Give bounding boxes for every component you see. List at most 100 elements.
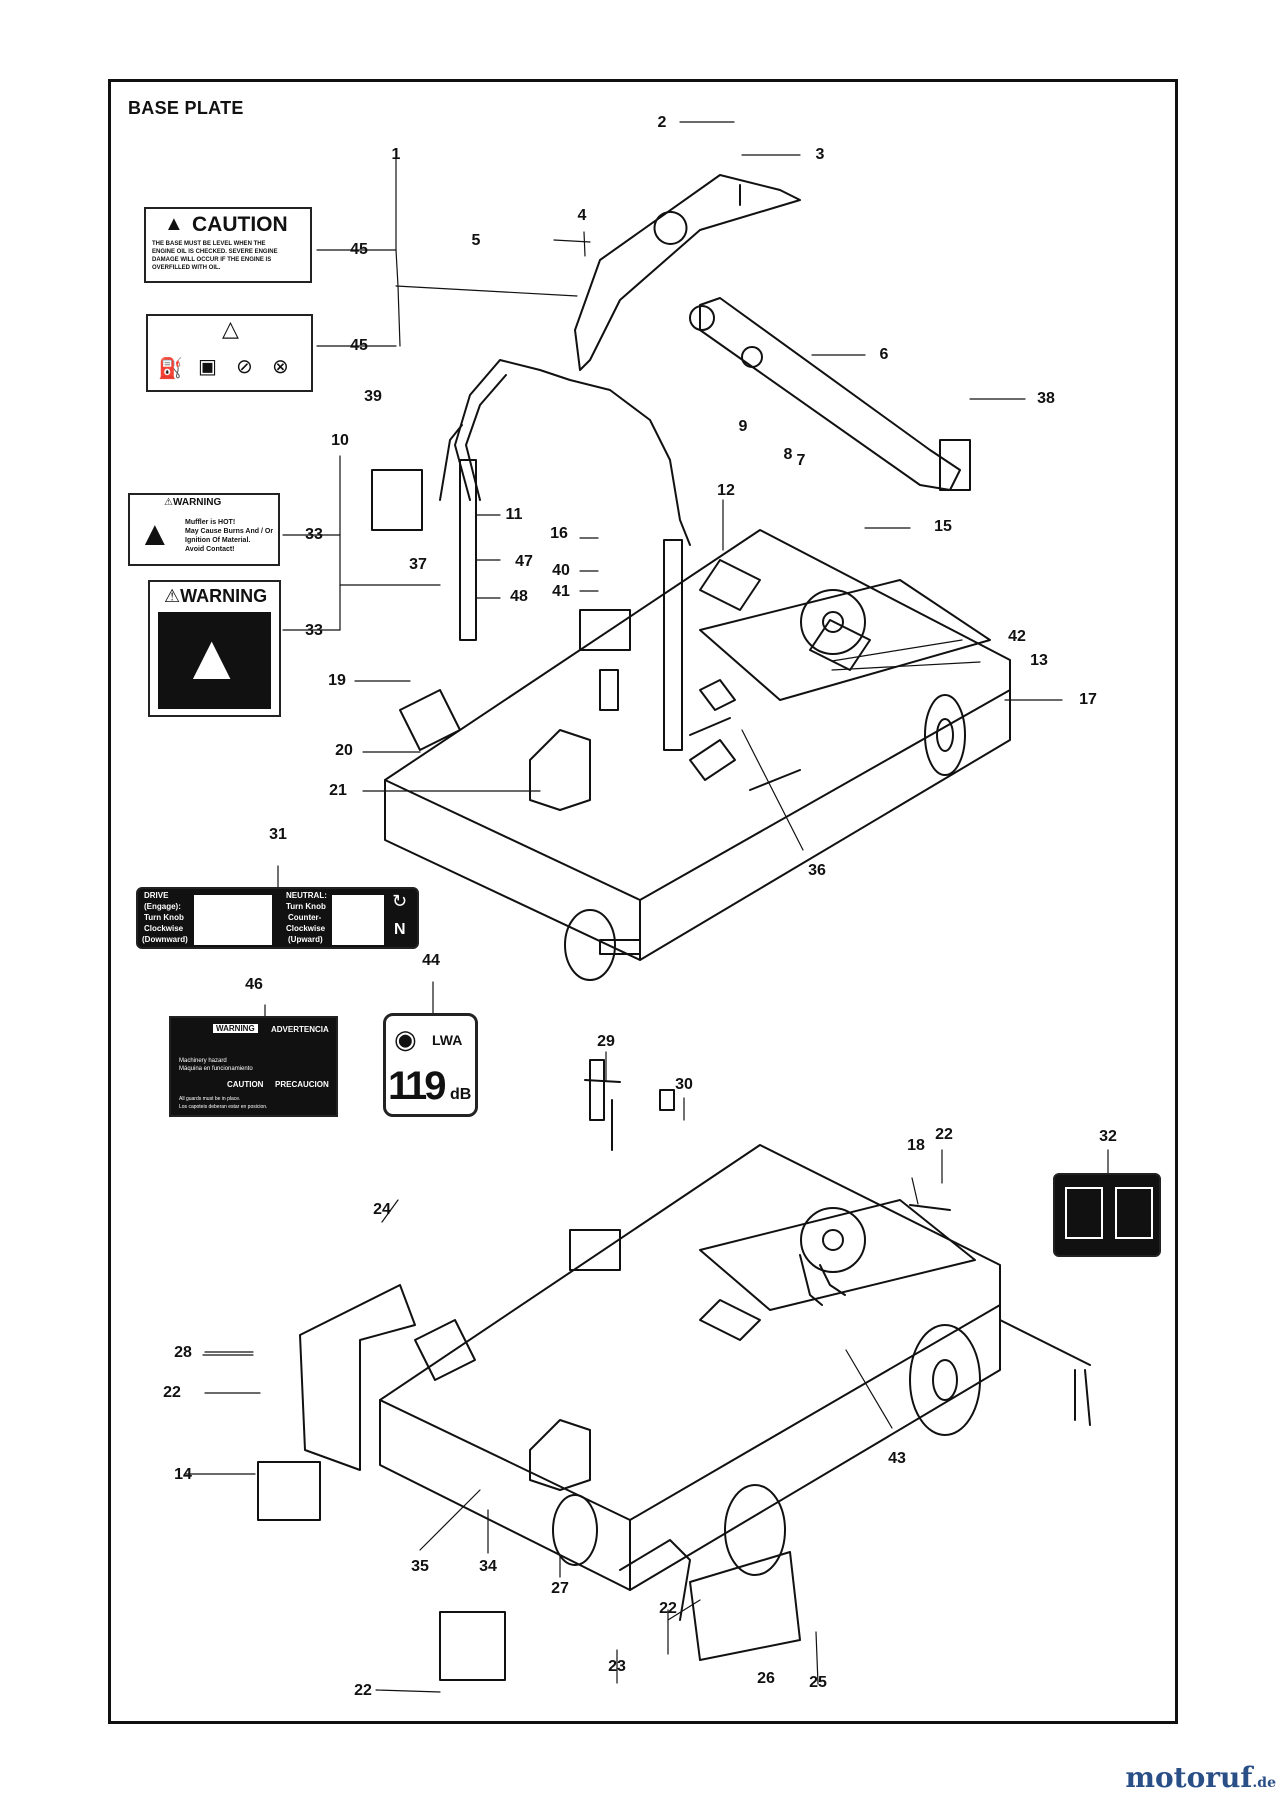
callout-32: 32: [1099, 1128, 1117, 1145]
handle-frame-upper: [371, 174, 971, 751]
callout-17: 17: [1079, 691, 1097, 708]
noise-level-decal: ◉ LWA 119 dB: [383, 1013, 478, 1117]
warning-heading-text: WARNING: [172, 497, 222, 508]
base-platform-upper: [384, 529, 1011, 981]
callout-14: 14: [174, 1466, 192, 1483]
callout-5: 5: [471, 232, 481, 249]
callout-19: 19: [328, 672, 346, 689]
callout-9: 9: [738, 418, 748, 435]
callout-8: 8: [783, 446, 793, 463]
hot-surface-pictogram: ▲: [158, 612, 271, 709]
lever-decal: [1053, 1173, 1161, 1257]
neutral-knob-pictogram: [332, 895, 384, 945]
drive-neutral-decal: DRIVE (Engage): Turn Knob Clockwise (Dow…: [136, 887, 419, 949]
callout-7: 7: [796, 452, 806, 469]
callout-22-d: 22: [659, 1600, 677, 1617]
base-platform-lower: [257, 1059, 1091, 1681]
caution-text: CAUTION: [227, 1080, 264, 1089]
callout-33-a: 33: [305, 526, 323, 543]
callout-25: 25: [809, 1674, 827, 1691]
warning-heading: ⚠WARNING: [164, 586, 268, 606]
diagram-frame: [108, 79, 1178, 1724]
callout-6: 6: [879, 346, 889, 363]
page-title: BASE PLATE: [128, 98, 244, 118]
drive-knob-pictogram: [194, 895, 272, 945]
warning-text: WARNING: [213, 1024, 258, 1033]
callout-48: 48: [510, 588, 528, 605]
callout-42: 42: [1008, 628, 1026, 645]
noise-unit: dB: [450, 1086, 472, 1103]
callout-4: 4: [577, 207, 587, 224]
callout-45-a: 45: [350, 241, 368, 258]
watermark-text: motoruf: [1125, 1761, 1253, 1794]
sound-icon: ◉: [394, 1024, 417, 1054]
callout-20: 20: [335, 742, 353, 759]
large-warning-decal: ⚠WARNING ▲: [148, 580, 281, 717]
engine-icon: ⊗: [272, 356, 289, 378]
muffler-text-4: Avoid Contact!: [185, 546, 235, 553]
machinery-text-2: Máquina en funcionamiento: [179, 1066, 253, 1072]
callout-2: 2: [657, 114, 667, 131]
caution-text-3: DAMAGE WILL OCCUR IF THE ENGINE IS: [152, 257, 272, 263]
callout-44: 44: [422, 952, 440, 969]
drive-text-3: Turn Knob: [144, 913, 184, 922]
advertencia-text: ADVERTENCIA: [271, 1025, 329, 1034]
callout-40: 40: [552, 562, 570, 579]
guards-text-1: All guards must be in place.: [179, 1096, 241, 1102]
callout-15: 15: [934, 518, 952, 535]
callout-45-b: 45: [350, 337, 368, 354]
callout-34: 34: [479, 1558, 497, 1575]
callout-27: 27: [551, 1580, 569, 1597]
callout-1: 1: [391, 146, 401, 163]
precaucion-text: PRECAUCION: [275, 1080, 329, 1089]
callout-36: 36: [808, 862, 826, 879]
leader-lines-lower: [184, 1199, 893, 1693]
callout-39: 39: [364, 388, 382, 405]
neutral-text-5: (Upward): [288, 935, 323, 944]
callout-33-b: 33: [305, 622, 323, 639]
callout-13: 13: [1030, 652, 1048, 669]
watermark-tld: .de: [1252, 1775, 1276, 1791]
machinery-text-1: Machinery hazard: [179, 1058, 227, 1064]
muffler-text-3: Ignition Of Material.: [185, 537, 251, 544]
caution-heading: CAUTION: [192, 213, 288, 236]
oil-symbol-decal: △ ⛽ ▣ ⊘ ⊗: [146, 314, 313, 392]
callout-21: 21: [329, 782, 347, 799]
callout-43: 43: [888, 1450, 906, 1467]
lever-pictogram-right: [1115, 1187, 1153, 1239]
leader-lines-upper: [264, 121, 1109, 1205]
callout-22-c: 22: [354, 1682, 372, 1699]
callout-12: 12: [717, 482, 735, 499]
caution-text-1: THE BASE MUST BE LEVEL WHEN THE: [152, 241, 266, 247]
rotate-arrow-icon: ↻: [392, 891, 408, 911]
warning-triangle-icon: △: [222, 316, 239, 341]
callout-23: 23: [608, 1658, 626, 1675]
callout-31: 31: [269, 826, 287, 843]
warning-heading-text: WARNING: [180, 586, 268, 606]
callout-10: 10: [331, 432, 349, 449]
oil-level-icon: ▣: [198, 356, 217, 378]
callout-29: 29: [597, 1033, 615, 1050]
callout-41: 41: [552, 583, 570, 600]
caution-text-4: OVERFILLED WITH OIL.: [152, 265, 221, 271]
noise-value: 119: [388, 1064, 447, 1108]
no-overfill-icon: ⊘: [236, 356, 253, 378]
callout-22-b: 22: [163, 1384, 181, 1401]
warning-triangle-icon: ▲: [164, 213, 184, 235]
callout-18: 18: [907, 1137, 925, 1154]
neutral-text-3: Counter-: [288, 913, 322, 922]
callout-24: 24: [373, 1201, 391, 1218]
watermark-logo: motoruf.de: [1125, 1761, 1276, 1794]
drive-text-5: (Downward): [142, 935, 188, 944]
drive-text-4: Clockwise: [144, 924, 184, 933]
hot-surface-icon: ▲: [138, 515, 172, 553]
muffler-text-1: Muffler is HOT!: [185, 519, 236, 526]
muffler-text-2: May Cause Burns And / Or: [185, 528, 274, 535]
muffler-warning-decal: ⚠WARNING ▲ Muffler is HOT! May Cause Bur…: [128, 493, 280, 566]
lwa-text: LWA: [432, 1032, 463, 1048]
caution-text-2: ENGINE OIL IS CHECKED. SEVERE ENGINE: [152, 249, 278, 255]
warning-heading: ⚠WARNING: [164, 497, 222, 508]
callout-26: 26: [757, 1670, 775, 1687]
callout-37: 37: [409, 556, 427, 573]
